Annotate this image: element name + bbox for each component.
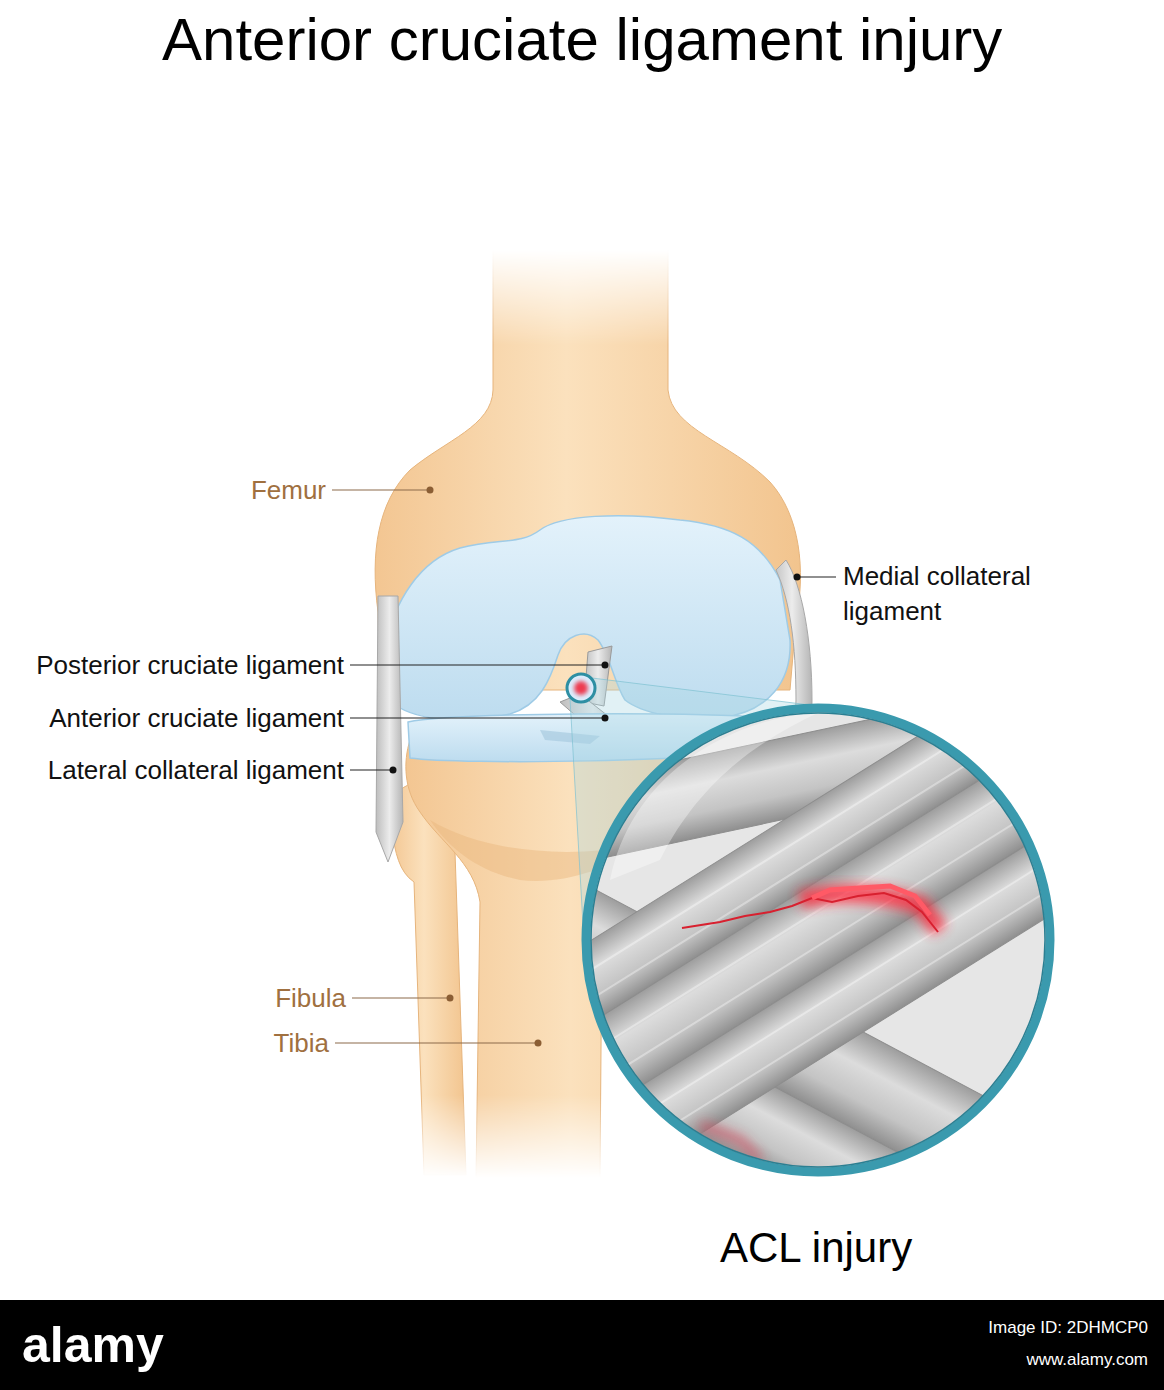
bone-label: Femur — [251, 475, 326, 506]
leader-dot — [427, 487, 434, 494]
leader-dot — [390, 767, 397, 774]
ligament-tear — [682, 893, 938, 932]
watermark-bar — [0, 1300, 1164, 1390]
bone-label: Fibula — [275, 983, 346, 1014]
leader-dot — [794, 574, 801, 581]
magnifier-edge — [592, 678, 818, 706]
lateral-collateral-ligament — [376, 596, 403, 862]
ligament-label: Medial collateral ligament — [843, 559, 1071, 629]
ligament-label: Lateral collateral ligament — [48, 755, 344, 786]
diagram-title: Anterior cruciate ligament injury — [162, 2, 1002, 78]
leader-line — [332, 489, 430, 490]
magnifier-ring — [586, 708, 1050, 1172]
leader-line — [797, 576, 836, 577]
ligament-tear — [812, 886, 930, 915]
leader-line — [335, 1042, 538, 1043]
leader-line — [350, 769, 393, 770]
figure-caption: ACL injury — [720, 1223, 912, 1273]
magnifier-edge — [570, 699, 584, 942]
ligament-label: Posterior cruciate ligament — [36, 650, 344, 681]
focus-circle — [567, 674, 595, 702]
leader-dot — [602, 715, 609, 722]
leader-line — [352, 997, 450, 998]
watermark-logo: alamy — [22, 1315, 164, 1375]
leader-dot — [535, 1040, 542, 1047]
leader-dot — [447, 995, 454, 1002]
leader-dot — [602, 662, 609, 669]
magnifier-ring — [591, 713, 1045, 1167]
leader-line — [350, 664, 605, 665]
bone-label: Tibia — [274, 1028, 329, 1059]
leader-lines — [332, 487, 836, 1047]
femoral-cartilage — [381, 516, 790, 720]
injury-spot — [574, 681, 588, 695]
ligament-label: Anterior cruciate ligament — [49, 703, 344, 734]
leader-line — [350, 717, 605, 718]
watermark-url: www.alamy.com — [1026, 1350, 1148, 1370]
watermark-id: Image ID: 2DHMCP0 — [988, 1318, 1148, 1338]
fiber-striation — [498, 678, 1150, 1176]
magnified-ligament — [429, 646, 1164, 1294]
